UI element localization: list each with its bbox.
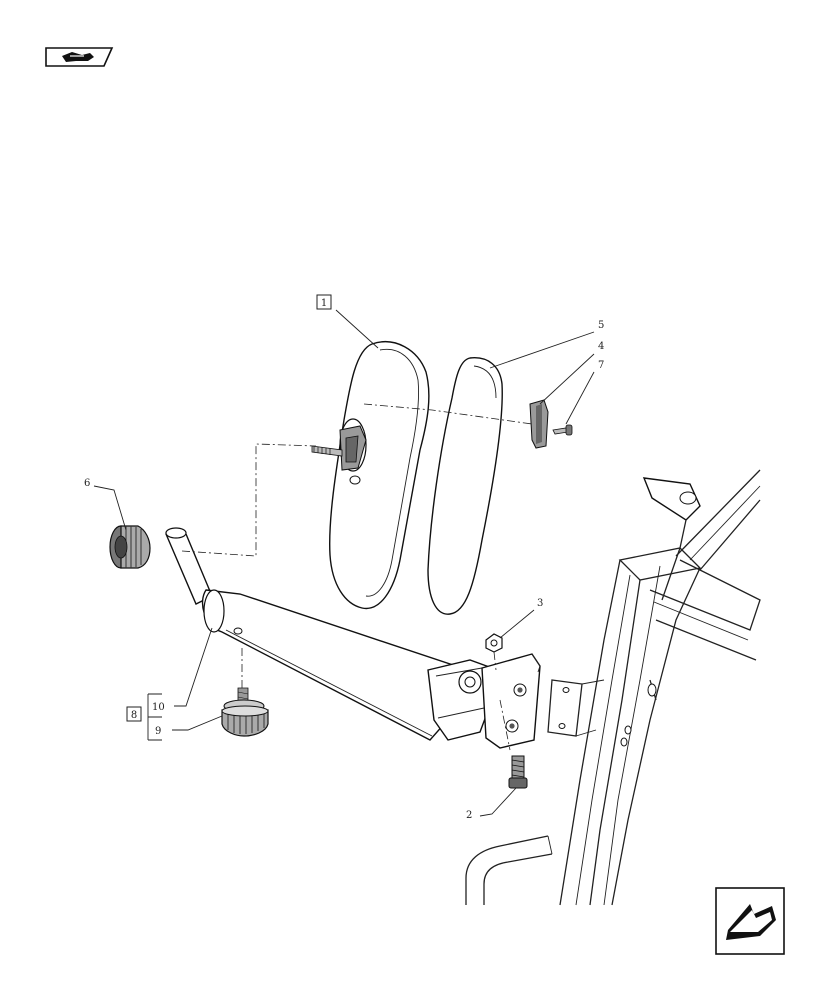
callout-3[interactable]: 3 <box>537 598 543 609</box>
retaining-clip <box>529 399 549 449</box>
hex-bolt <box>508 755 528 789</box>
callout-5[interactable]: 5 <box>598 320 604 331</box>
callout-2[interactable]: 2 <box>466 810 472 821</box>
mirror-arm <box>165 527 493 741</box>
mounting-plate <box>481 653 541 749</box>
callout-9[interactable]: 9 <box>155 726 161 737</box>
callout-1[interactable]: 1 <box>316 294 332 310</box>
screw-small <box>552 424 573 436</box>
adjustment-knob <box>221 687 269 737</box>
callout-7[interactable]: 7 <box>598 360 604 371</box>
callout-6[interactable]: 6 <box>84 478 90 489</box>
mirror-glass <box>427 357 503 615</box>
svg-text:8: 8 <box>131 710 137 721</box>
cab-frame <box>465 469 761 906</box>
page-back-icon[interactable] <box>45 47 114 67</box>
svg-text:1: 1 <box>321 298 327 309</box>
assembly-centerlines <box>181 403 533 751</box>
callout-leaders <box>93 309 595 817</box>
hex-nut <box>485 633 503 653</box>
knob-nut <box>109 525 151 569</box>
callout-10[interactable]: 10 <box>152 702 165 713</box>
callout-4[interactable]: 4 <box>598 341 604 352</box>
mirror-head <box>311 341 430 610</box>
callout-8[interactable]: 8 <box>126 706 142 722</box>
page-forward-icon[interactable] <box>715 887 785 955</box>
